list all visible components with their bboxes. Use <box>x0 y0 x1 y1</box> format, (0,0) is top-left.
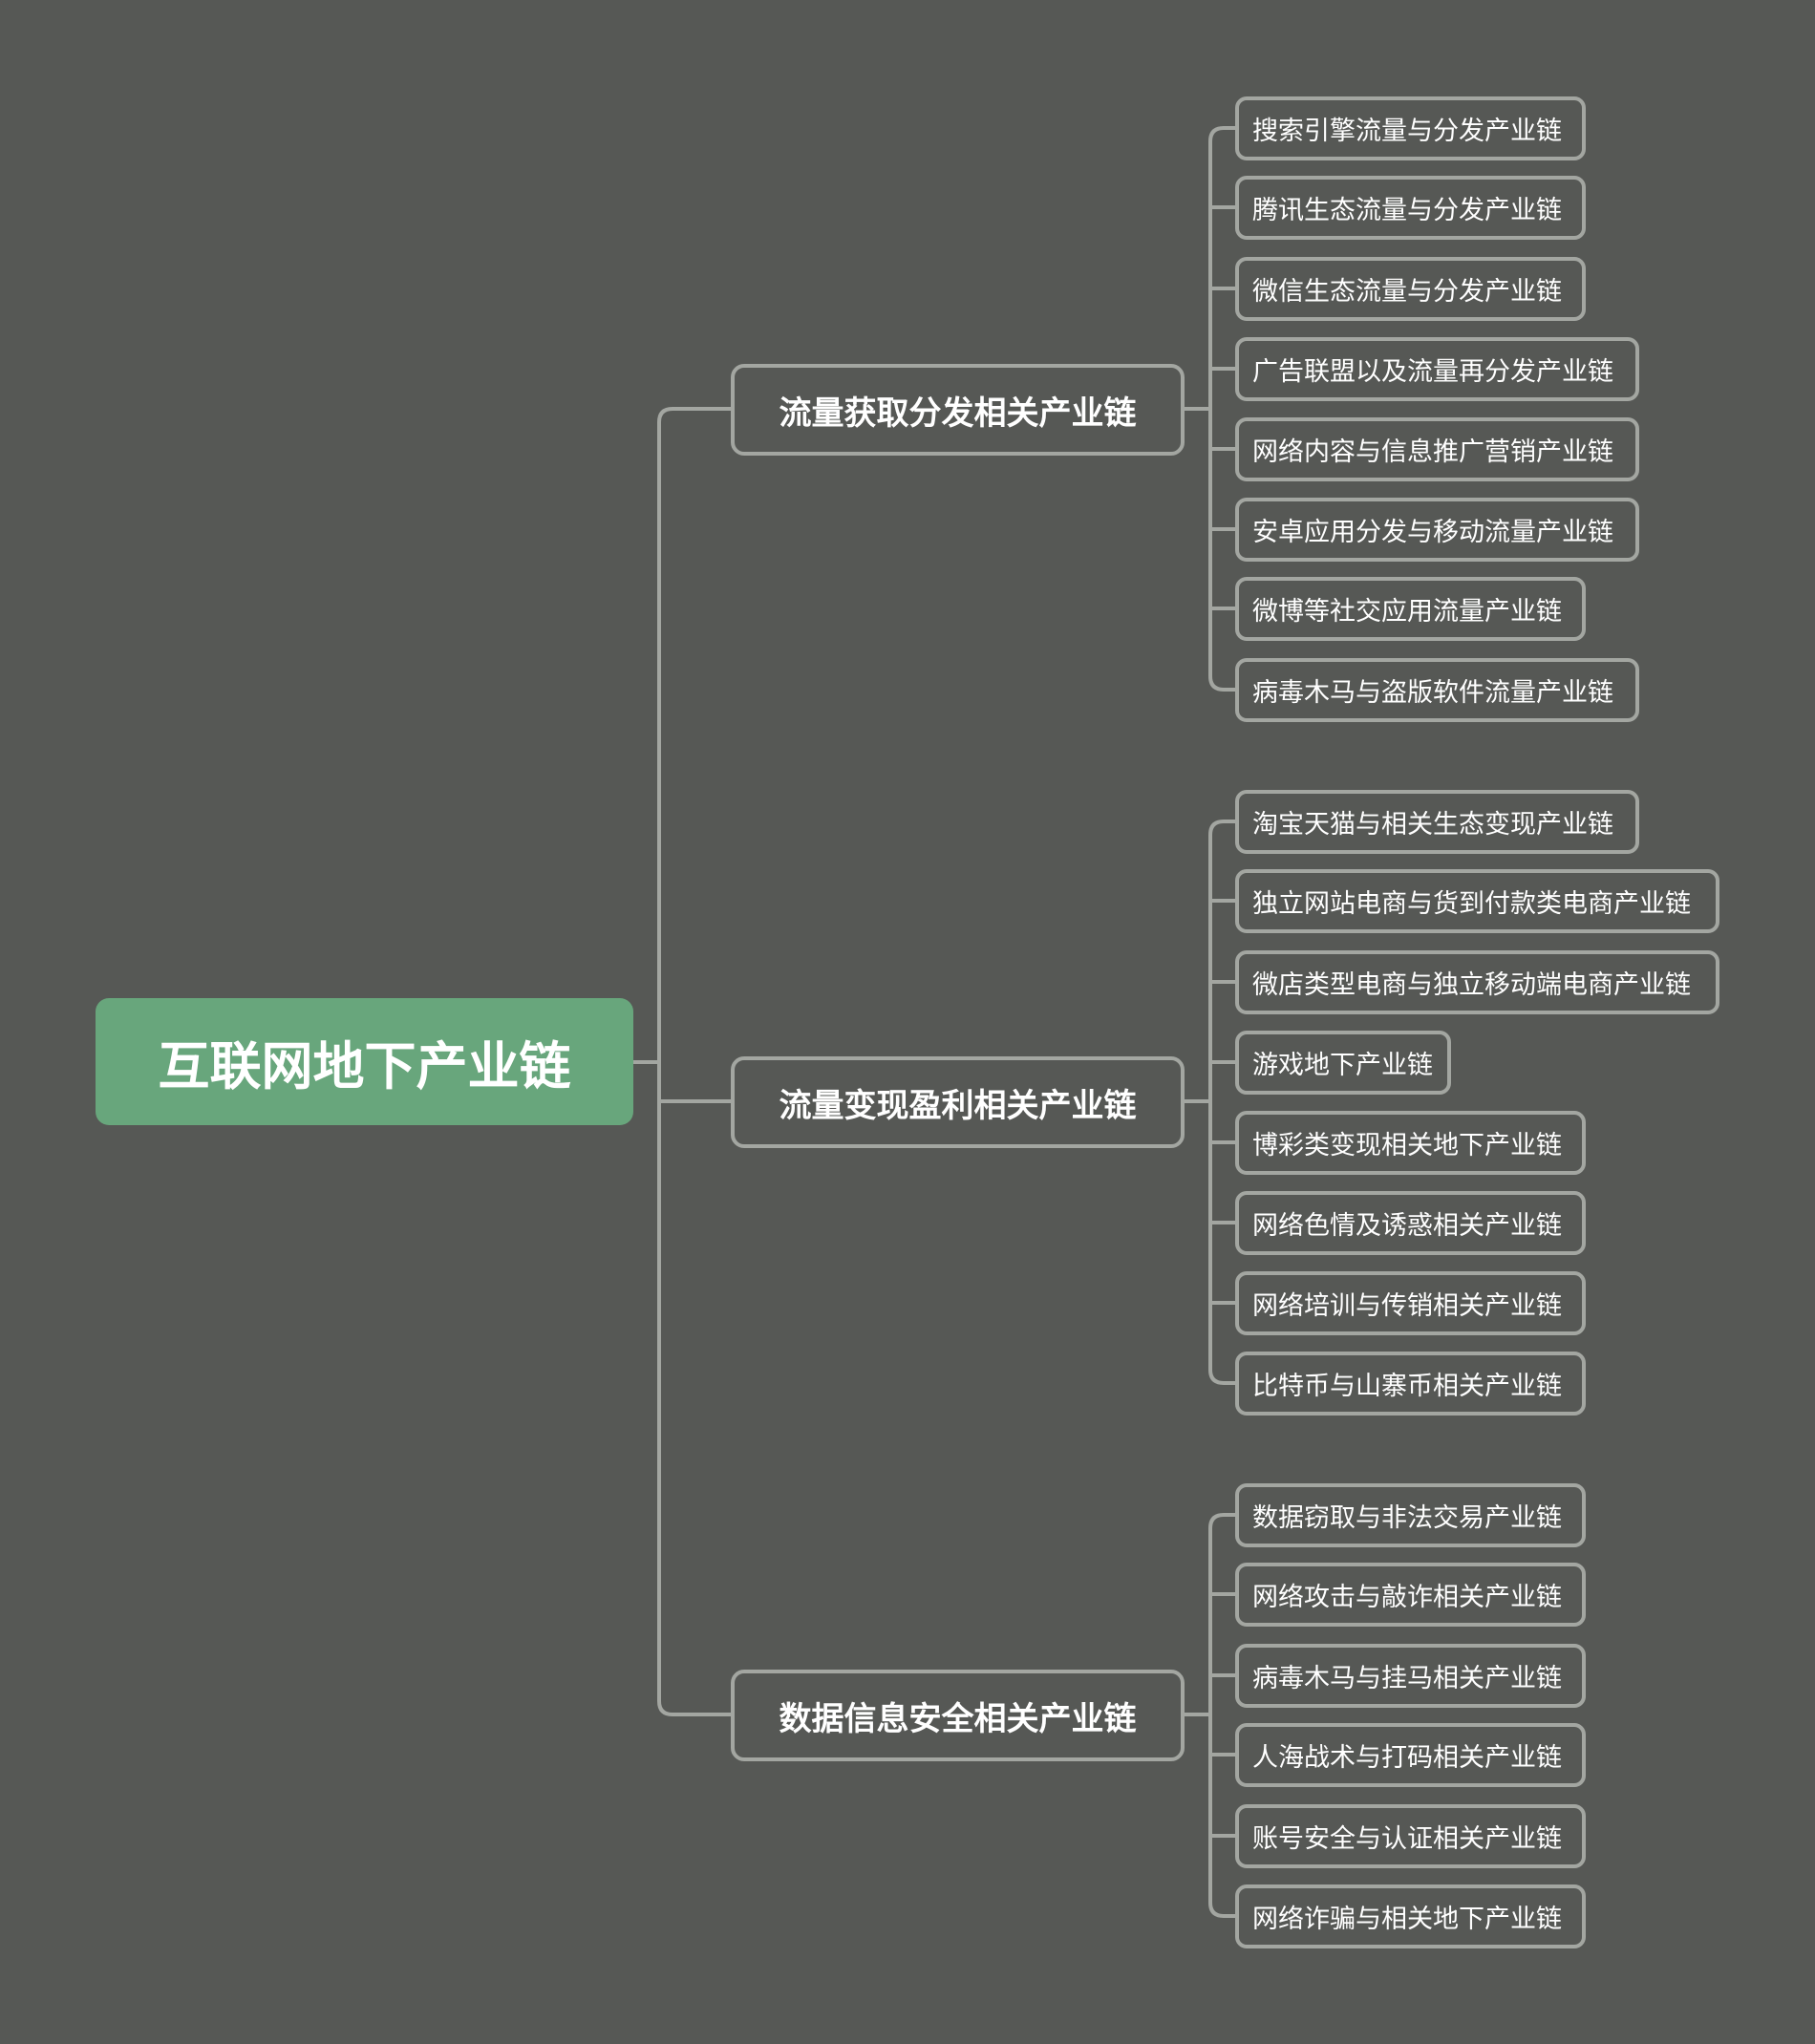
leaf-label: 病毒木马与盗版软件流量产业链 <box>1252 678 1613 708</box>
leaf-node[interactable]: 安卓应用分发与移动流量产业链 <box>1235 498 1639 562</box>
leaf-label: 微博等社交应用流量产业链 <box>1252 597 1562 627</box>
leaf-node[interactable]: 网络攻击与敲诈相关产业链 <box>1235 1563 1586 1627</box>
leaf-node[interactable]: 微信生态流量与分发产业链 <box>1235 257 1586 321</box>
leaf-node[interactable]: 微店类型电商与独立移动端电商产业链 <box>1235 950 1719 1014</box>
branch-node-traffic-monetization[interactable]: 流量变现盈利相关产业链 <box>731 1056 1185 1148</box>
leaf-label: 人海战术与打码相关产业链 <box>1252 1743 1562 1773</box>
leaf-node[interactable]: 广告联盟以及流量再分发产业链 <box>1235 337 1639 401</box>
root-label: 互联网地下产业链 <box>158 1036 571 1097</box>
leaf-label: 微信生态流量与分发产业链 <box>1252 277 1562 307</box>
leaf-node[interactable]: 淘宝天猫与相关生态变现产业链 <box>1235 790 1639 854</box>
leaf-label: 网络色情及诱惑相关产业链 <box>1252 1211 1562 1241</box>
leaf-label: 账号安全与认证相关产业链 <box>1252 1824 1562 1854</box>
leaf-node[interactable]: 微博等社交应用流量产业链 <box>1235 577 1586 641</box>
leaf-label: 微店类型电商与独立移动端电商产业链 <box>1252 970 1691 1000</box>
leaf-node[interactable]: 搜索引擎流量与分发产业链 <box>1235 96 1586 160</box>
leaf-node[interactable]: 账号安全与认证相关产业链 <box>1235 1804 1586 1868</box>
leaf-node[interactable]: 游戏地下产业链 <box>1235 1031 1451 1095</box>
leaf-label: 比特币与山寨币相关产业链 <box>1252 1372 1562 1401</box>
leaf-node[interactable]: 网络内容与信息推广营销产业链 <box>1235 417 1639 481</box>
leaf-label: 网络培训与传销相关产业链 <box>1252 1291 1562 1321</box>
leaf-node[interactable]: 数据窃取与非法交易产业链 <box>1235 1483 1586 1547</box>
leaf-label: 网络内容与信息推广营销产业链 <box>1252 437 1613 467</box>
leaf-label: 数据窃取与非法交易产业链 <box>1252 1503 1562 1533</box>
leaf-node[interactable]: 网络诈骗与相关地下产业链 <box>1235 1884 1586 1948</box>
leaf-node[interactable]: 网络色情及诱惑相关产业链 <box>1235 1191 1586 1255</box>
leaf-node[interactable]: 人海战术与打码相关产业链 <box>1235 1723 1586 1787</box>
root-node[interactable]: 互联网地下产业链 <box>96 998 633 1125</box>
leaf-label: 网络诈骗与相关地下产业链 <box>1252 1905 1562 1934</box>
leaf-label: 博彩类变现相关地下产业链 <box>1252 1131 1562 1160</box>
branch-label: 流量变现盈利相关产业链 <box>779 1086 1137 1125</box>
leaf-node[interactable]: 比特币与山寨币相关产业链 <box>1235 1352 1586 1416</box>
leaf-label: 独立网站电商与货到付款类电商产业链 <box>1252 889 1691 919</box>
leaf-label: 病毒木马与挂马相关产业链 <box>1252 1664 1562 1693</box>
branch-node-traffic-acquisition[interactable]: 流量获取分发相关产业链 <box>731 364 1185 456</box>
leaf-label: 淘宝天猫与相关生态变现产业链 <box>1252 810 1613 840</box>
leaf-node[interactable]: 病毒木马与挂马相关产业链 <box>1235 1644 1586 1708</box>
leaf-label: 腾讯生态流量与分发产业链 <box>1252 196 1562 225</box>
leaf-node[interactable]: 博彩类变现相关地下产业链 <box>1235 1111 1586 1175</box>
leaf-label: 游戏地下产业链 <box>1252 1051 1433 1080</box>
leaf-node[interactable]: 独立网站电商与货到付款类电商产业链 <box>1235 869 1719 933</box>
leaf-label: 安卓应用分发与移动流量产业链 <box>1252 518 1613 547</box>
branch-label: 流量获取分发相关产业链 <box>779 394 1137 433</box>
leaf-label: 搜索引擎流量与分发产业链 <box>1252 117 1562 146</box>
leaf-label: 网络攻击与敲诈相关产业链 <box>1252 1583 1562 1612</box>
leaf-label: 广告联盟以及流量再分发产业链 <box>1252 357 1613 387</box>
branch-node-data-security[interactable]: 数据信息安全相关产业链 <box>731 1670 1185 1761</box>
leaf-node[interactable]: 腾讯生态流量与分发产业链 <box>1235 176 1586 240</box>
leaf-node[interactable]: 网络培训与传销相关产业链 <box>1235 1271 1586 1335</box>
branch-label: 数据信息安全相关产业链 <box>779 1699 1137 1738</box>
leaf-node[interactable]: 病毒木马与盗版软件流量产业链 <box>1235 658 1639 722</box>
